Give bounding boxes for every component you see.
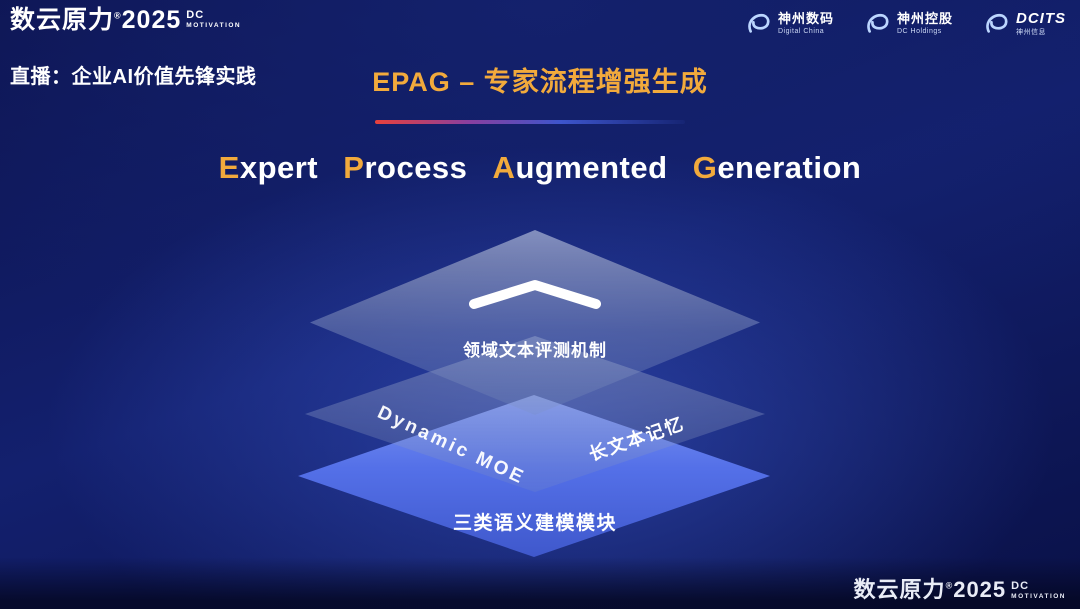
partner-name: 神州控股 [896,11,953,26]
partner-digital-china: 神州数码 Digital China [745,10,834,37]
live-stream-label: 直播：企业AI价值先锋实践 [10,66,257,88]
headline-word: Expert [218,150,319,185]
partner-name: DCITS [1016,10,1066,27]
layer-label-bottom: 三类语义建模模块 [452,513,617,534]
headline-word: Generation [692,150,862,185]
digital-china-swoosh-icon [748,13,770,33]
brand-text: 数云原力®2025 [853,577,1007,602]
layer-label-top: 领域文本评测机制 [463,341,607,360]
dc-holdings-swoosh-icon [867,13,889,33]
brand-logo-top-left: 数云原力®2025 DC MOTIVATION [10,8,241,33]
dcits-swoosh-icon [986,13,1008,33]
registered-mark: ® [114,10,122,21]
chevron-up-icon [469,280,601,309]
partner-subname: 神州信息 [1016,29,1046,36]
headline-word: Augmented [492,150,668,185]
brand-logo-bottom-right: 数云原力®2025 DC MOTIVATION [854,579,1066,601]
diagram-layer-top [310,230,760,415]
headline-word: Process [343,150,468,185]
partner-dc-holdings: 神州控股 DC Holdings [864,10,953,37]
headline: Expert Process Augmented Generation [0,150,1080,186]
brand-subtext: DC MOTIVATION [1011,580,1066,600]
partner-logos: 神州数码 Digital China 神州控股 DC Holdings DCIT… [745,10,1066,37]
partner-dcits: DCITS 神州信息 [983,10,1066,37]
brand-subtext: DC MOTIVATION [186,9,242,29]
page-title: EPAG – 专家流程增强生成 [372,67,708,97]
gradient-divider [375,120,685,124]
partner-subname: DC Holdings [896,28,942,35]
partner-subname: Digital China [777,28,825,35]
brand-text: 数云原力®2025 [10,6,182,34]
partner-name: 神州数码 [777,11,834,26]
